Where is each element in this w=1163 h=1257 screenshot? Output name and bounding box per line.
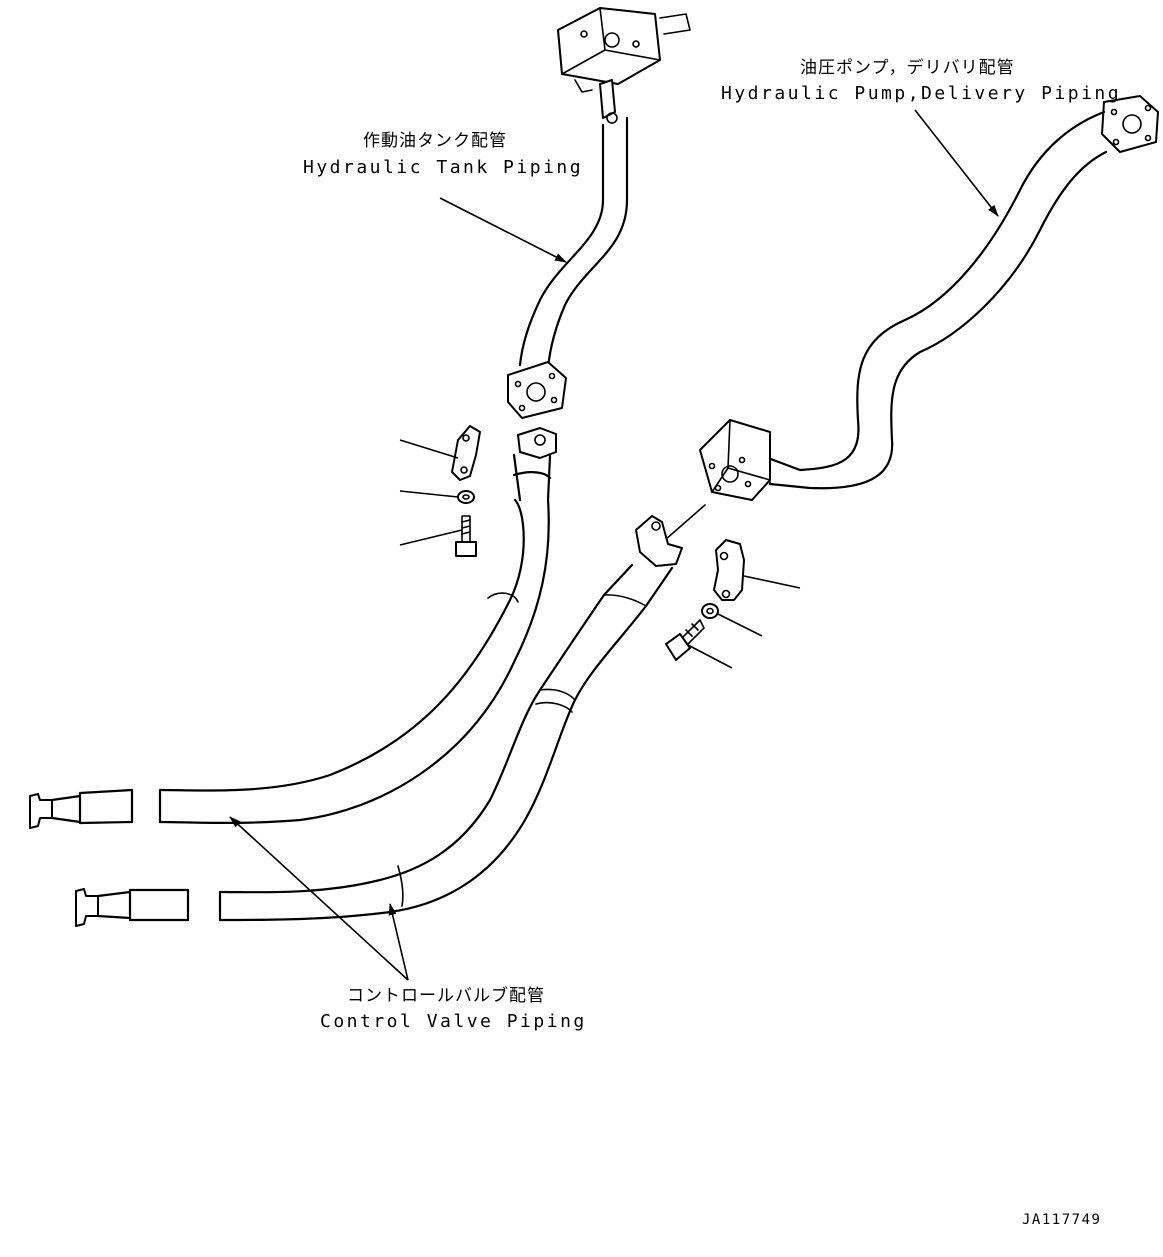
right-bolt: [665, 619, 705, 661]
control-piping-arrow-1: [229, 816, 409, 981]
left-washer: [457, 490, 475, 504]
leader-left-clamp: [399, 439, 459, 459]
leader-left-bolt: [399, 529, 463, 546]
leader-left-washer: [399, 490, 459, 498]
hydraulic-tank-pipe-upper: [518, 116, 629, 370]
tank-pipe-flange: [507, 361, 567, 419]
pump-piping-label-jp: 油圧ポンプ，デリバリ配管: [800, 58, 1015, 78]
right-split-flange-clamp: [713, 539, 745, 601]
control-valve-hose-1: [29, 427, 557, 829]
left-split-flange-clamp: [451, 425, 481, 481]
drawing-code: JA117749: [1022, 1212, 1102, 1228]
control-piping-label-en: Control Valve Piping: [320, 1011, 587, 1032]
left-bolt: [455, 515, 477, 557]
leader-right-bolt: [687, 644, 733, 669]
pump-piping-label-en: Hydraulic Pump,Delivery Piping: [721, 83, 1122, 104]
leader-right-washer: [717, 613, 763, 637]
leader-right-clamp: [743, 575, 801, 589]
tank-piping-arrow: [439, 197, 567, 263]
control-piping-label-jp: コントロールバルブ配管: [347, 986, 545, 1006]
control-piping-arrow-2: [388, 903, 409, 981]
right-washer: [701, 603, 719, 619]
control-valve-hose-2: [75, 504, 706, 927]
tank-mounting-bracket: [557, 7, 691, 124]
pump-delivery-pipe: [766, 95, 1159, 490]
leader-lines: [229, 109, 999, 981]
pump-flange-block: [699, 419, 771, 501]
tank-piping-label-jp: 作動油タンク配管: [363, 131, 507, 151]
tank-piping-label-en: Hydraulic Tank Piping: [303, 157, 584, 178]
pump-piping-arrow: [914, 109, 999, 217]
